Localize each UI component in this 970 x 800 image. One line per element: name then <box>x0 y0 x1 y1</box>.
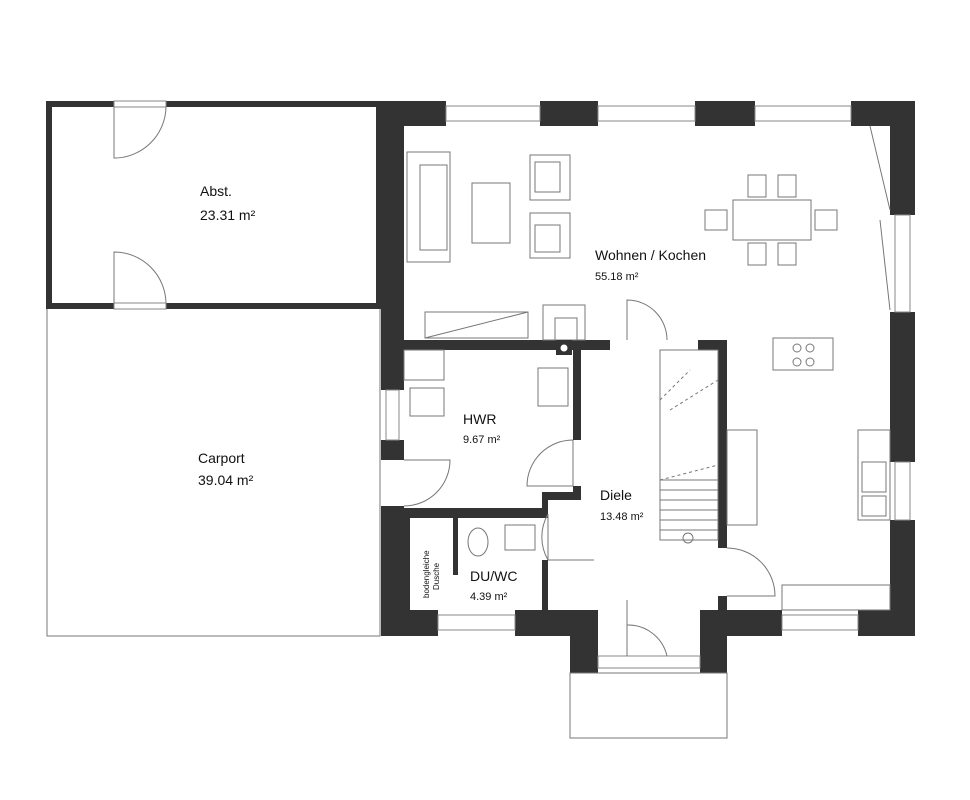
entrance-door[interactable] <box>626 600 668 657</box>
living-name: Wohnen / Kochen <box>595 247 706 263</box>
utility-side-door[interactable] <box>403 459 451 507</box>
living-area: 55.18 m² <box>595 271 639 283</box>
shower-label-2: Dusche <box>432 562 441 590</box>
storage-door-bottom[interactable] <box>113 251 167 304</box>
entrance-step <box>569 672 728 739</box>
utility-door[interactable] <box>526 439 574 487</box>
carport-name: Carport <box>198 450 245 466</box>
utility-name: HWR <box>463 411 496 427</box>
hall-door[interactable] <box>726 547 776 597</box>
furniture <box>403 151 891 611</box>
bath-name: DU/WC <box>470 568 517 584</box>
shower-label-1: bodengleiche <box>422 550 431 598</box>
utility-area: 9.67 m² <box>463 434 501 446</box>
storage-door-top[interactable] <box>113 106 167 159</box>
carport-area: 39.04 m² <box>198 472 254 488</box>
house-walls <box>381 101 915 673</box>
bath-area: 4.39 m² <box>470 591 508 603</box>
bath-door[interactable] <box>541 513 594 561</box>
windows <box>385 105 911 669</box>
garage-walls <box>46 100 382 310</box>
hall-name: Diele <box>600 487 632 503</box>
storage-area: 23.31 m² <box>200 207 256 223</box>
living-door[interactable] <box>626 299 668 341</box>
storage-name: Abst. <box>200 183 232 199</box>
hall-area: 13.48 m² <box>600 511 644 523</box>
staircase <box>659 349 719 544</box>
